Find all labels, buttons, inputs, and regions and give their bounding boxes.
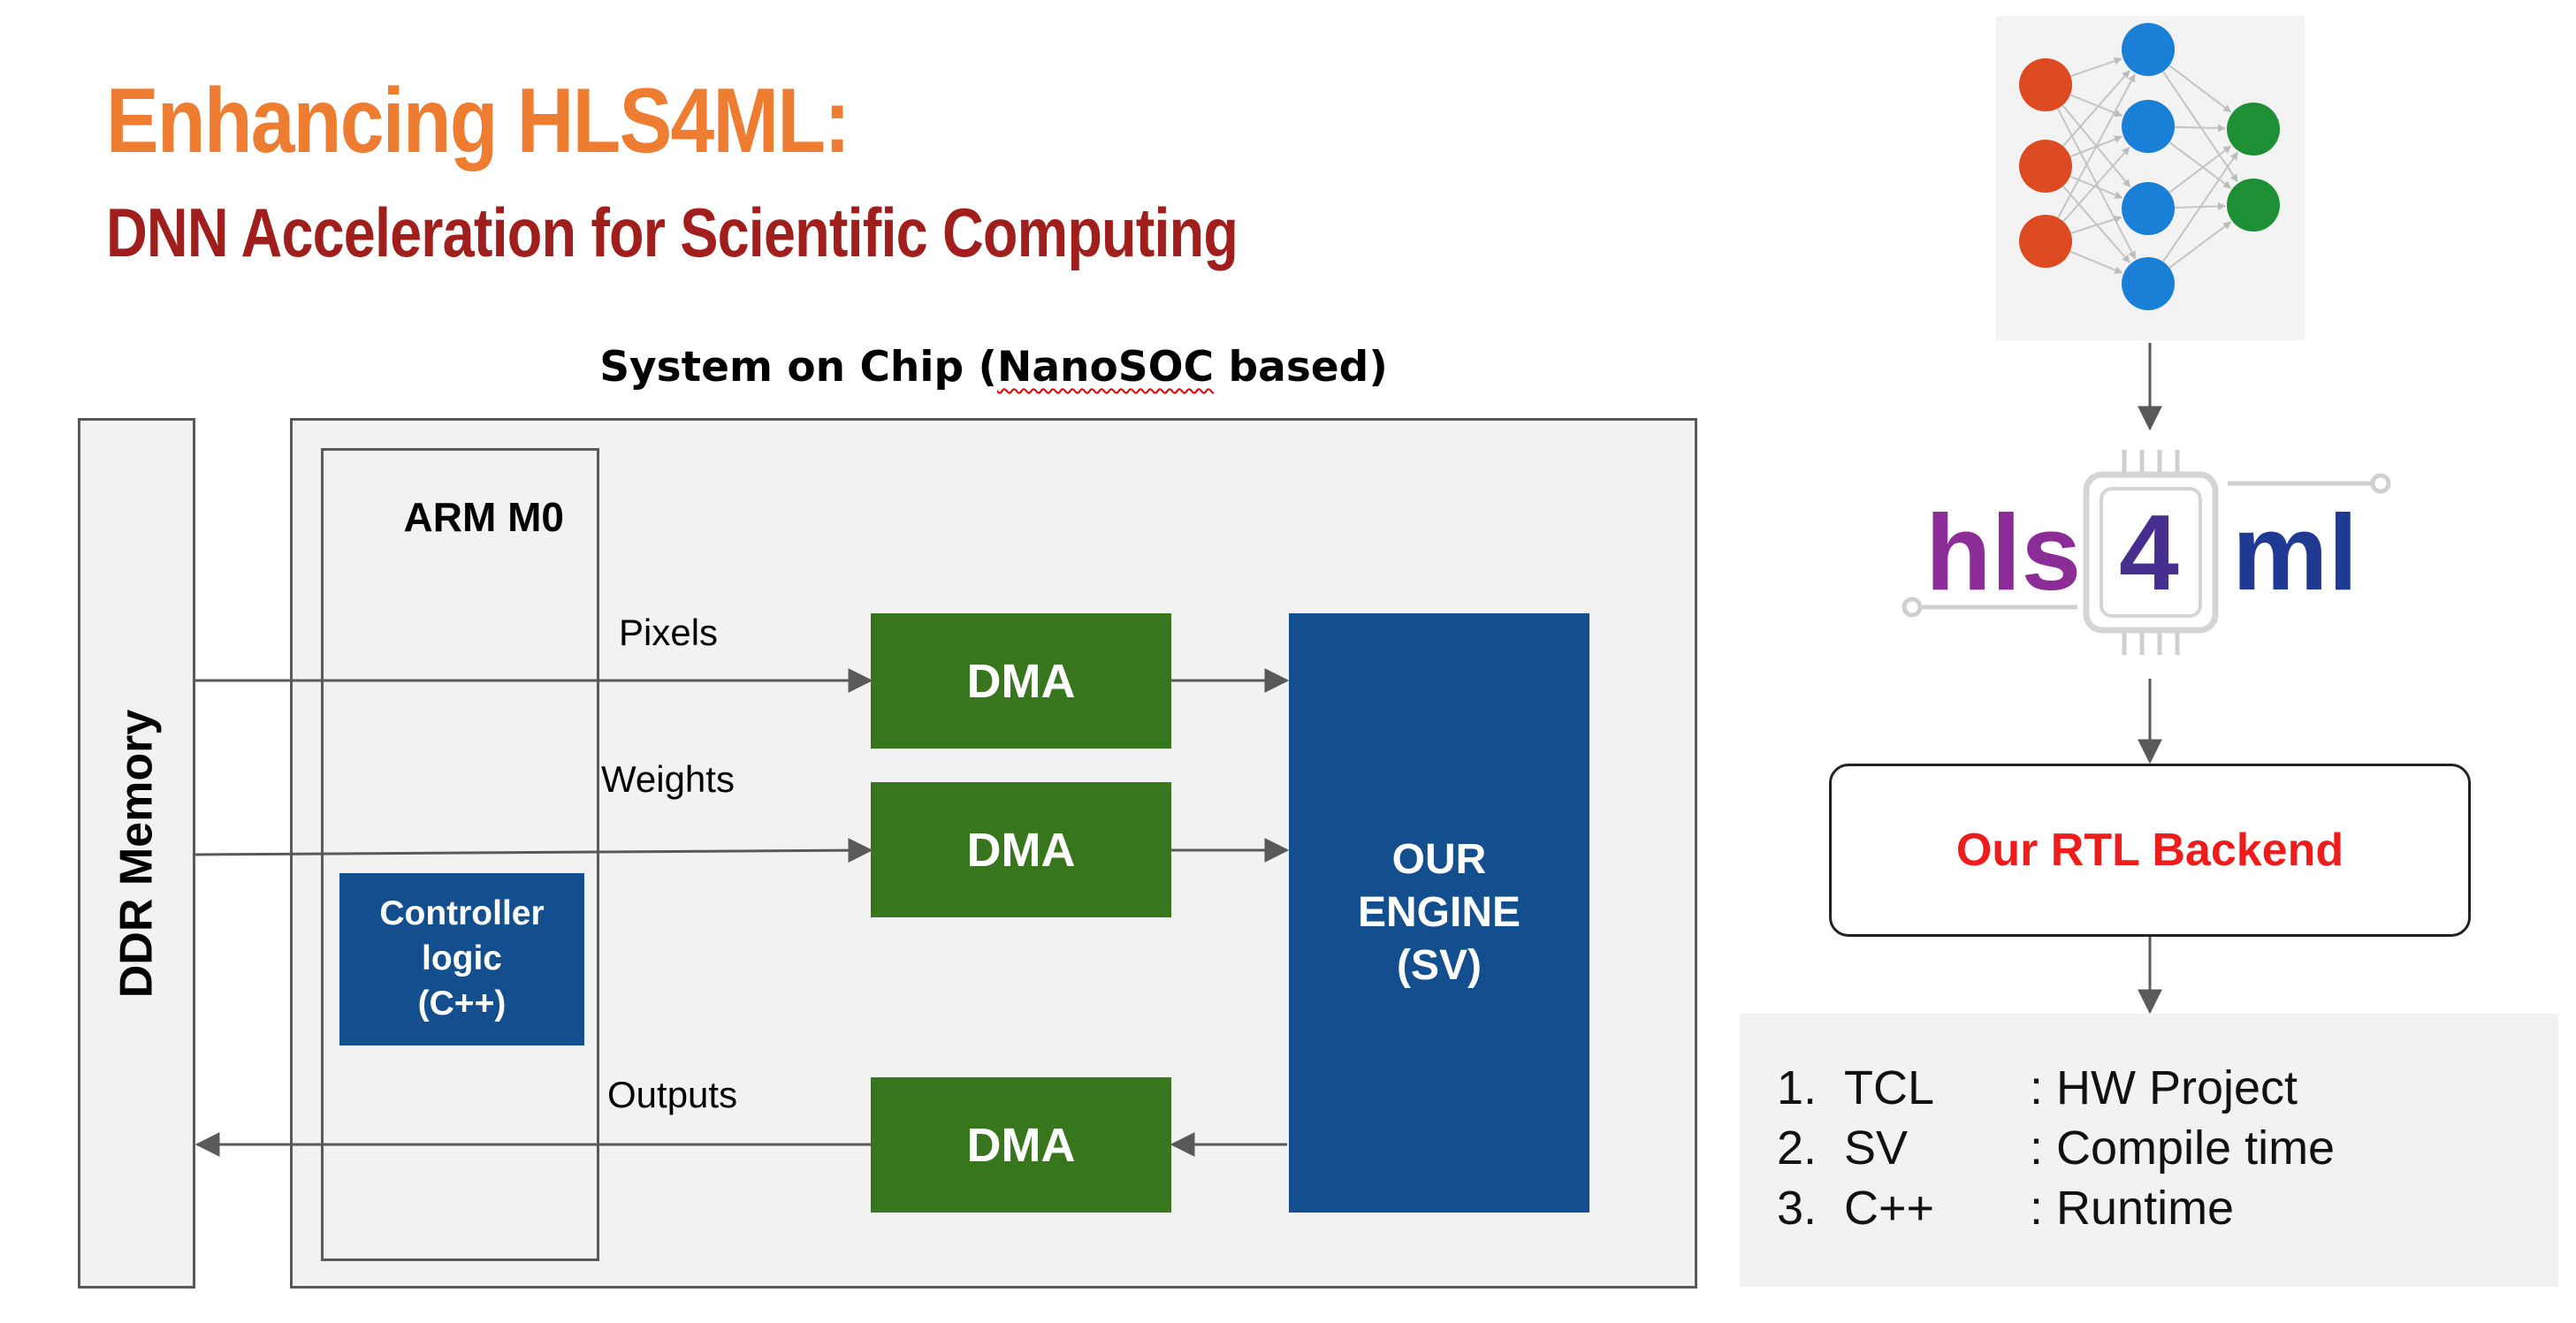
outputs-name-3: C++ xyxy=(1844,1182,1935,1235)
outputs-num-2: 2. xyxy=(1777,1122,1818,1175)
outputs-num-3: 3. xyxy=(1777,1182,1818,1235)
hls4ml-logo: hls 4 ml xyxy=(1902,450,2391,655)
engine-line-2: ENGINE xyxy=(1357,889,1521,936)
nn-hidden-node xyxy=(2122,182,2175,235)
outputs-panel xyxy=(1740,1014,2558,1287)
outputs-row-3: 3. C++ : Runtime xyxy=(1777,1181,2234,1236)
circuit-trace-icon xyxy=(1902,473,2391,618)
logo-hls: hls xyxy=(1925,492,2081,612)
nn-hidden-node xyxy=(2122,257,2175,310)
controller-logic-block: Controller logic (C++) xyxy=(339,873,584,1045)
nn-hidden-node xyxy=(2122,23,2175,76)
soc-label-suffix: based) xyxy=(1214,343,1388,392)
neural-network-icon xyxy=(2019,23,2280,310)
logo-ml: ml xyxy=(2232,492,2358,612)
rtl-backend-box: Our RTL Backend xyxy=(1829,764,2471,937)
nn-edge xyxy=(2168,65,2232,113)
dma-block-pixels: DMA xyxy=(871,613,1171,749)
nn-edge xyxy=(2168,221,2232,269)
pixels-label: Pixels xyxy=(619,612,719,653)
outputs-name-2: SV xyxy=(1844,1122,1909,1175)
weights-label: Weights xyxy=(601,758,735,800)
nn-edge xyxy=(2162,151,2238,262)
nn-input-node xyxy=(2019,140,2072,193)
engine-line-3: (SV) xyxy=(1397,942,1482,989)
nn-edge xyxy=(2161,71,2238,183)
engine-line-1: OUR xyxy=(1391,836,1487,883)
nn-hidden-node xyxy=(2122,100,2175,153)
slide-subtitle: DNN Acceleration for Scientific Computin… xyxy=(106,194,1238,271)
nn-edge xyxy=(2174,124,2226,133)
nn-edge xyxy=(2069,250,2123,274)
nn-edge xyxy=(2168,145,2232,194)
nn-output-node xyxy=(2227,179,2280,232)
outputs-desc-1: : HW Project xyxy=(2030,1061,2298,1114)
dma-block-weights: DMA xyxy=(871,782,1171,917)
nn-edge xyxy=(2057,73,2136,219)
arm-m0-label: ARM M0 xyxy=(403,494,564,540)
nn-edge xyxy=(2062,70,2130,148)
dma-block-outputs: DMA xyxy=(871,1077,1171,1213)
outputs-label: Outputs xyxy=(607,1074,738,1115)
outputs-row-2: 2. SV : Compile time xyxy=(1777,1121,2335,1175)
outputs-desc-3: : Runtime xyxy=(2030,1182,2235,1235)
soc-label: System on Chip (NanoSOC based) xyxy=(290,343,1697,392)
nn-edge xyxy=(2070,57,2123,78)
soc-label-nanosoc: NanoSOC xyxy=(997,343,1215,392)
controller-line-1: Controller xyxy=(379,894,545,933)
outputs-row-1: 1. TCL : HW Project xyxy=(1777,1061,2298,1115)
nn-input-node xyxy=(2019,58,2072,111)
nn-edge xyxy=(2069,94,2123,118)
nn-edge xyxy=(2168,141,2232,189)
outputs-name-1: TCL xyxy=(1844,1061,1935,1114)
chip-pins-icon xyxy=(2122,450,2180,655)
controller-line-3: (C++) xyxy=(417,984,507,1023)
logo-4: 4 xyxy=(2119,492,2179,612)
soc-label-prefix: System on Chip ( xyxy=(599,343,997,392)
outputs-num-1: 1. xyxy=(1777,1061,1818,1114)
outputs-desc-2: : Compile time xyxy=(2030,1122,2336,1175)
nn-edge xyxy=(2070,215,2123,234)
nn-output-node xyxy=(2227,103,2280,156)
slide-title: Enhancing HLS4ML: xyxy=(106,70,850,172)
controller-line-2: logic xyxy=(421,939,502,978)
our-engine-block: OUR ENGINE (SV) xyxy=(1289,613,1589,1213)
nn-edge xyxy=(2062,147,2130,223)
ddr-memory-block xyxy=(78,418,195,1289)
weights-arrow xyxy=(194,838,873,863)
nn-input-node xyxy=(2019,215,2072,268)
